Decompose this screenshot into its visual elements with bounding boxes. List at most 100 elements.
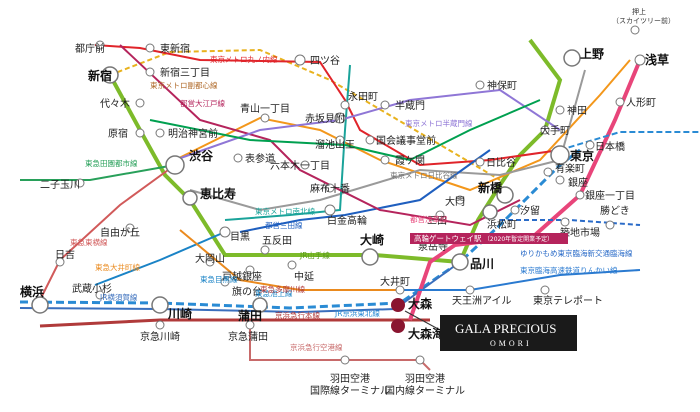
ginza1-node[interactable] <box>575 190 585 200</box>
haneda-intl-node[interactable] <box>340 355 350 365</box>
jiyugaoka-node[interactable] <box>125 223 135 233</box>
yurakucho-node[interactable] <box>543 167 553 177</box>
yotsuya-node[interactable] <box>294 54 306 66</box>
label-nakanobu: 中延 <box>294 270 314 283</box>
brand-sub: OMORI <box>490 339 532 348</box>
azabu-node[interactable] <box>325 183 335 193</box>
tokyo-node[interactable] <box>550 145 570 165</box>
jimbocho-node[interactable] <box>475 80 485 90</box>
musashi-node[interactable] <box>95 290 105 300</box>
label-takanawa: 高輪ゲートウェイ駅 （2020年暫定開業予定） <box>414 233 553 243</box>
shinagawa-node[interactable] <box>451 253 469 271</box>
ooimachi-node[interactable] <box>395 285 405 295</box>
kanda-node[interactable] <box>555 105 565 115</box>
shimbashi-node[interactable] <box>496 186 514 204</box>
gotanda-node[interactable] <box>260 245 270 255</box>
label-osaki: 大崎 <box>360 232 384 247</box>
omori-kaigan-marker[interactable] <box>391 319 405 333</box>
label-keikyu-kamata: 京急蒲田 <box>228 330 268 343</box>
harajuku-node[interactable] <box>135 128 145 138</box>
ningyocho-node[interactable] <box>615 97 625 107</box>
tameike-node[interactable] <box>335 135 345 145</box>
oookayama-node[interactable] <box>205 257 215 267</box>
label-yokosuka: JR横須賀線 <box>99 292 138 302</box>
asakusa-node[interactable] <box>634 54 646 66</box>
omotesando-node[interactable] <box>233 153 243 163</box>
hamamatsucho-node[interactable] <box>482 204 498 220</box>
label-tameike: 溜池山王 <box>315 138 355 151</box>
label-oimachi: 東急大井町線 <box>95 262 140 272</box>
label-yamanote: JR山手線 <box>299 250 330 260</box>
roppongi1-node[interactable] <box>300 160 310 170</box>
ebisu-node[interactable] <box>182 190 198 206</box>
shirokane-node[interactable] <box>324 204 336 216</box>
label-meguro: 目黒 <box>230 231 250 243</box>
label-hatanodai: 旗の台 <box>232 285 262 298</box>
label-yotsuya: 四ツ谷 <box>310 55 340 67</box>
osaki-node[interactable] <box>361 248 379 266</box>
label-shibuya: 渋谷 <box>189 148 214 163</box>
omori-marker[interactable] <box>391 298 405 312</box>
rinkai-line <box>400 269 641 291</box>
meiji-node[interactable] <box>155 128 165 138</box>
oshiage-node[interactable] <box>630 25 640 35</box>
label-toyoko: 東急東横線 <box>70 237 108 247</box>
hibiya-node[interactable] <box>475 157 485 167</box>
daimon-node[interactable] <box>455 195 465 205</box>
label-ginza: 銀座 <box>568 176 588 189</box>
meguro-line <box>94 231 226 286</box>
label-aoyama: 青山一丁目 <box>240 102 290 115</box>
yoyogi-node[interactable] <box>135 98 145 108</box>
tochomae-node[interactable] <box>95 40 105 50</box>
higashi-shinjuku-node[interactable] <box>145 43 155 53</box>
kokkai-node[interactable] <box>365 135 375 145</box>
otemachi-node[interactable] <box>540 125 550 135</box>
nakanobu-node[interactable] <box>287 260 297 270</box>
label-ningyocho: 人形町 <box>626 97 656 109</box>
futako-node[interactable] <box>75 178 85 188</box>
label-keikyu-kawasaki: 京急川崎 <box>140 330 180 343</box>
label-daimon: 大門 <box>445 195 465 208</box>
brand-box[interactable]: GALA PRECIOUS OMORI <box>440 315 577 351</box>
haneda-dom-node[interactable] <box>415 355 425 365</box>
label-gotanda: 五反田 <box>262 235 292 247</box>
shibuya-node[interactable] <box>165 155 185 175</box>
label-yurikamome: ゆりかもめ東京臨海新交通臨海線 <box>520 248 633 258</box>
label-yoyogi: 代々木 <box>100 98 130 110</box>
haneda-dom-line2: 国内線ターミナル <box>385 384 465 397</box>
hiyoshi-node[interactable] <box>55 257 65 267</box>
teleport-node[interactable] <box>540 285 550 295</box>
label-fukutoshin: 東京メトロ副都心線 <box>150 80 218 90</box>
yokohama-node[interactable] <box>31 296 49 314</box>
keikyu-line <box>39 318 430 328</box>
shinjuku3-node[interactable] <box>145 67 155 77</box>
label-futako: 二子玉川 <box>40 179 80 191</box>
kasumigaseki-node[interactable] <box>380 155 390 165</box>
kawasaki-node[interactable] <box>151 296 169 314</box>
label-tokyo: 東京 <box>570 148 594 163</box>
hatanodai-node[interactable] <box>220 277 230 287</box>
hanzomon-node[interactable] <box>380 100 390 110</box>
ginza-node[interactable] <box>555 175 565 185</box>
keikyu-kawasaki-node[interactable] <box>155 320 165 330</box>
ueno-node[interactable] <box>563 49 581 67</box>
label-kawasaki: 川崎 <box>167 306 192 321</box>
nihombashi-node[interactable] <box>585 140 595 150</box>
takanawa-note: （2020年暫定開業予定） <box>484 235 553 243</box>
kachidoki-node[interactable] <box>605 220 615 230</box>
label-akasaka: 赤坂見附 <box>305 112 345 125</box>
meguro-node[interactable] <box>219 226 231 238</box>
akasaka-node[interactable] <box>334 112 346 124</box>
togoshi-node[interactable] <box>245 265 255 275</box>
tsukiji-node[interactable] <box>560 217 570 227</box>
tennozu-node[interactable] <box>465 285 475 295</box>
shinjuku-node[interactable] <box>101 66 119 84</box>
brand-name: GALA PRECIOUS <box>455 321 557 336</box>
shiodome-node[interactable] <box>510 205 520 215</box>
kamata-node[interactable] <box>252 297 268 313</box>
mita-node[interactable] <box>435 210 445 220</box>
aoyama-node[interactable] <box>260 113 270 123</box>
nagatacho-node[interactable] <box>340 100 350 110</box>
keikyu-kamata-node[interactable] <box>245 320 255 330</box>
